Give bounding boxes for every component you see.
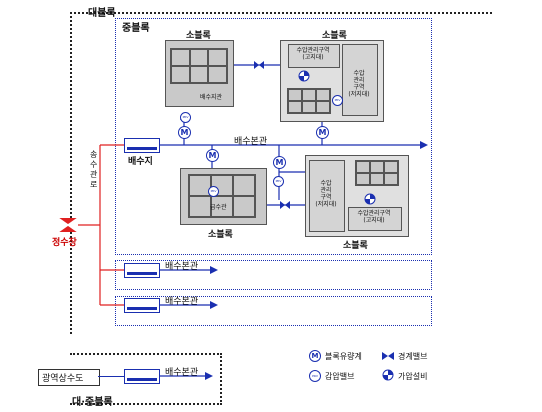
small-block-label-1: 소블록 — [186, 31, 211, 41]
main-pipe-arrow — [420, 141, 428, 149]
legend-flow-meter-icon: M — [309, 350, 321, 362]
booster-icon — [298, 70, 310, 82]
legend-boundary-valve-label: 경계밸브 — [398, 352, 428, 361]
medium-block-row-3 — [115, 296, 432, 326]
small-block-label-2: 소블록 — [322, 31, 347, 41]
zone-low-box-1 — [342, 44, 378, 116]
small-block-label-3: 소블록 — [208, 230, 233, 240]
small-block-4-grid — [355, 160, 399, 186]
purification-plant-label: 정수장 — [52, 238, 77, 248]
flow-meter-icon: M — [316, 126, 329, 139]
flow-meter-icon: M — [178, 126, 191, 139]
large-medium-block-border — [70, 353, 222, 405]
reservoir-tank — [124, 138, 160, 153]
reservoir-tank-4 — [124, 369, 160, 384]
reservoir-tank-3 — [124, 298, 160, 313]
zone-high-box-1 — [288, 44, 340, 68]
zone-high-label-1: 수압관리구역 (고지대) — [296, 47, 330, 61]
booster-icon — [364, 193, 376, 205]
reservoir-tank-2 — [124, 263, 160, 278]
large-medium-block-label: 대·중블록 — [72, 397, 113, 408]
wide-area-connector — [98, 376, 124, 377]
boundary-valve-icon — [254, 61, 264, 69]
zone-low-label-2: 수압 관리 구역 (저지대) — [315, 180, 337, 208]
prv-icon: PRV — [332, 95, 343, 106]
main-pipe-label-3: 배수본관 — [165, 297, 199, 307]
legend-prv-icon: PRV — [309, 370, 321, 382]
legend-booster-label: 가압설비 — [398, 372, 428, 381]
main-pipe-label-4: 배수본관 — [165, 368, 199, 378]
small-block-label-4: 소블록 — [343, 241, 368, 251]
reservoir-label: 배수지 — [128, 157, 153, 167]
zone-high-label-2: 수압관리구역 (고지대) — [357, 210, 391, 224]
main-pipe-label-2: 배수본관 — [165, 262, 199, 272]
supply-pipe-label: 급수관 — [210, 204, 227, 211]
flow-meter-icon: M — [273, 156, 286, 169]
medium-block-border — [115, 18, 432, 255]
transmission-lines — [99, 144, 124, 306]
purification-plant-icon — [57, 217, 79, 233]
transmission-pipe-label: 송수관로 — [90, 150, 98, 189]
row3-arrow — [210, 301, 218, 309]
zone-low-box-2 — [309, 160, 345, 232]
legend-flow-meter-label: 블록유량계 — [325, 352, 362, 361]
large-block-border — [70, 12, 492, 334]
wide-area-water-box — [38, 369, 100, 386]
reservoir-mid-label: 배수지관 — [200, 94, 223, 101]
small-block-3-grid — [188, 174, 256, 218]
zone-low-label-1: 수압 관리 구역 (저지대) — [348, 70, 370, 98]
large-block-label: 대블록 — [88, 8, 116, 19]
prv-icon: PRV — [208, 186, 219, 197]
prv-icon: PRV — [180, 112, 191, 123]
prv-icon: PRV — [273, 176, 284, 187]
row2-arrow — [210, 266, 218, 274]
boundary-valve-icon — [280, 201, 290, 209]
flow-meter-icon: M — [206, 149, 219, 162]
medium-block-label: 중블록 — [122, 23, 150, 34]
wide-area-water-label: 광역상수도 — [42, 374, 84, 384]
legend-prv-label: 감압밸브 — [325, 372, 355, 381]
main-pipe-label: 배수본관 — [234, 137, 268, 147]
legend-booster-icon — [382, 369, 394, 381]
small-block-2-grid — [287, 88, 331, 114]
medium-block-row-2 — [115, 260, 432, 290]
legend-boundary-valve-icon — [382, 352, 394, 360]
small-block-1-grid — [170, 48, 228, 84]
zone-high-box-2 — [348, 207, 402, 231]
bottom-arrow — [205, 372, 213, 380]
